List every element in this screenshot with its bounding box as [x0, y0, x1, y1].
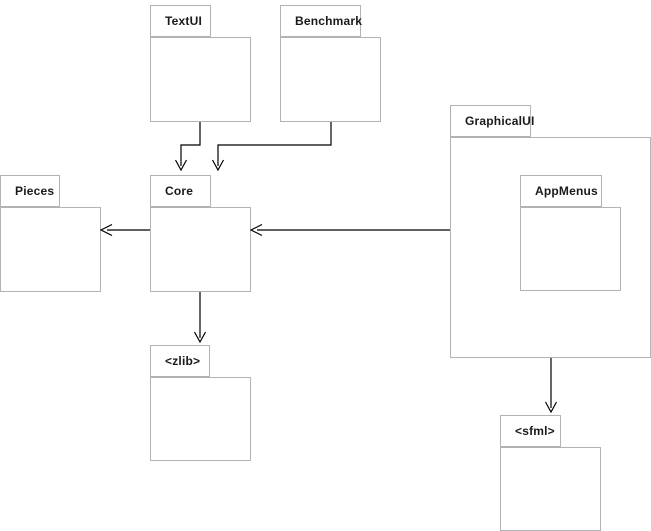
edge-graphicalui-to-core-arrowhead	[249, 223, 263, 237]
package-sfml-tab[interactable]: <sfml>	[500, 415, 561, 447]
edge-textui-to-core-arrowhead	[174, 159, 188, 172]
package-pieces-tab[interactable]: Pieces	[0, 175, 60, 207]
package-pieces-body[interactable]	[0, 207, 101, 292]
package-appmenus-body[interactable]	[520, 207, 621, 291]
edge-core-to-pieces	[99, 223, 150, 237]
package-graphicalui-tab[interactable]: GraphicalUI	[450, 105, 534, 137]
edge-benchmark-to-core-arrowhead	[211, 159, 225, 172]
edge-graphicalui-to-core	[249, 223, 450, 237]
package-sfml-label: <sfml>	[515, 424, 555, 438]
package-appmenus-label: AppMenus	[535, 184, 598, 198]
package-zlib-tab[interactable]: <zlib>	[150, 345, 210, 377]
edge-benchmark-to-core	[211, 122, 332, 172]
edge-graphicalui-to-sfml-arrowhead	[544, 401, 558, 414]
package-appmenus-tab[interactable]: AppMenus	[520, 175, 602, 207]
package-core-tab[interactable]: Core	[150, 175, 211, 207]
package-zlib-body[interactable]	[150, 377, 251, 461]
package-sfml-body[interactable]	[500, 447, 601, 531]
edge-core-to-zlib-arrowhead	[193, 331, 207, 344]
package-core-body[interactable]	[150, 207, 251, 292]
edge-textui-to-core-line	[180, 122, 201, 166]
package-textui-label: TextUI	[165, 14, 202, 28]
edge-core-to-zlib	[193, 292, 207, 344]
package-benchmark-label: Benchmark	[295, 14, 363, 28]
package-benchmark-body[interactable]	[280, 37, 381, 122]
package-benchmark-tab[interactable]: Benchmark	[280, 5, 363, 37]
edge-benchmark-to-core-line	[217, 122, 332, 166]
package-pieces-label: Pieces	[15, 184, 55, 198]
package-textui-body[interactable]	[150, 37, 251, 122]
package-textui-tab[interactable]: TextUI	[150, 5, 211, 37]
edge-graphicalui-to-sfml	[544, 358, 558, 414]
edge-core-to-pieces-arrowhead	[99, 223, 113, 237]
edge-textui-to-core	[174, 122, 201, 172]
package-graphicalui-label: GraphicalUI	[465, 114, 535, 128]
package-zlib-label: <zlib>	[165, 354, 201, 368]
package-core-label: Core	[165, 184, 194, 198]
